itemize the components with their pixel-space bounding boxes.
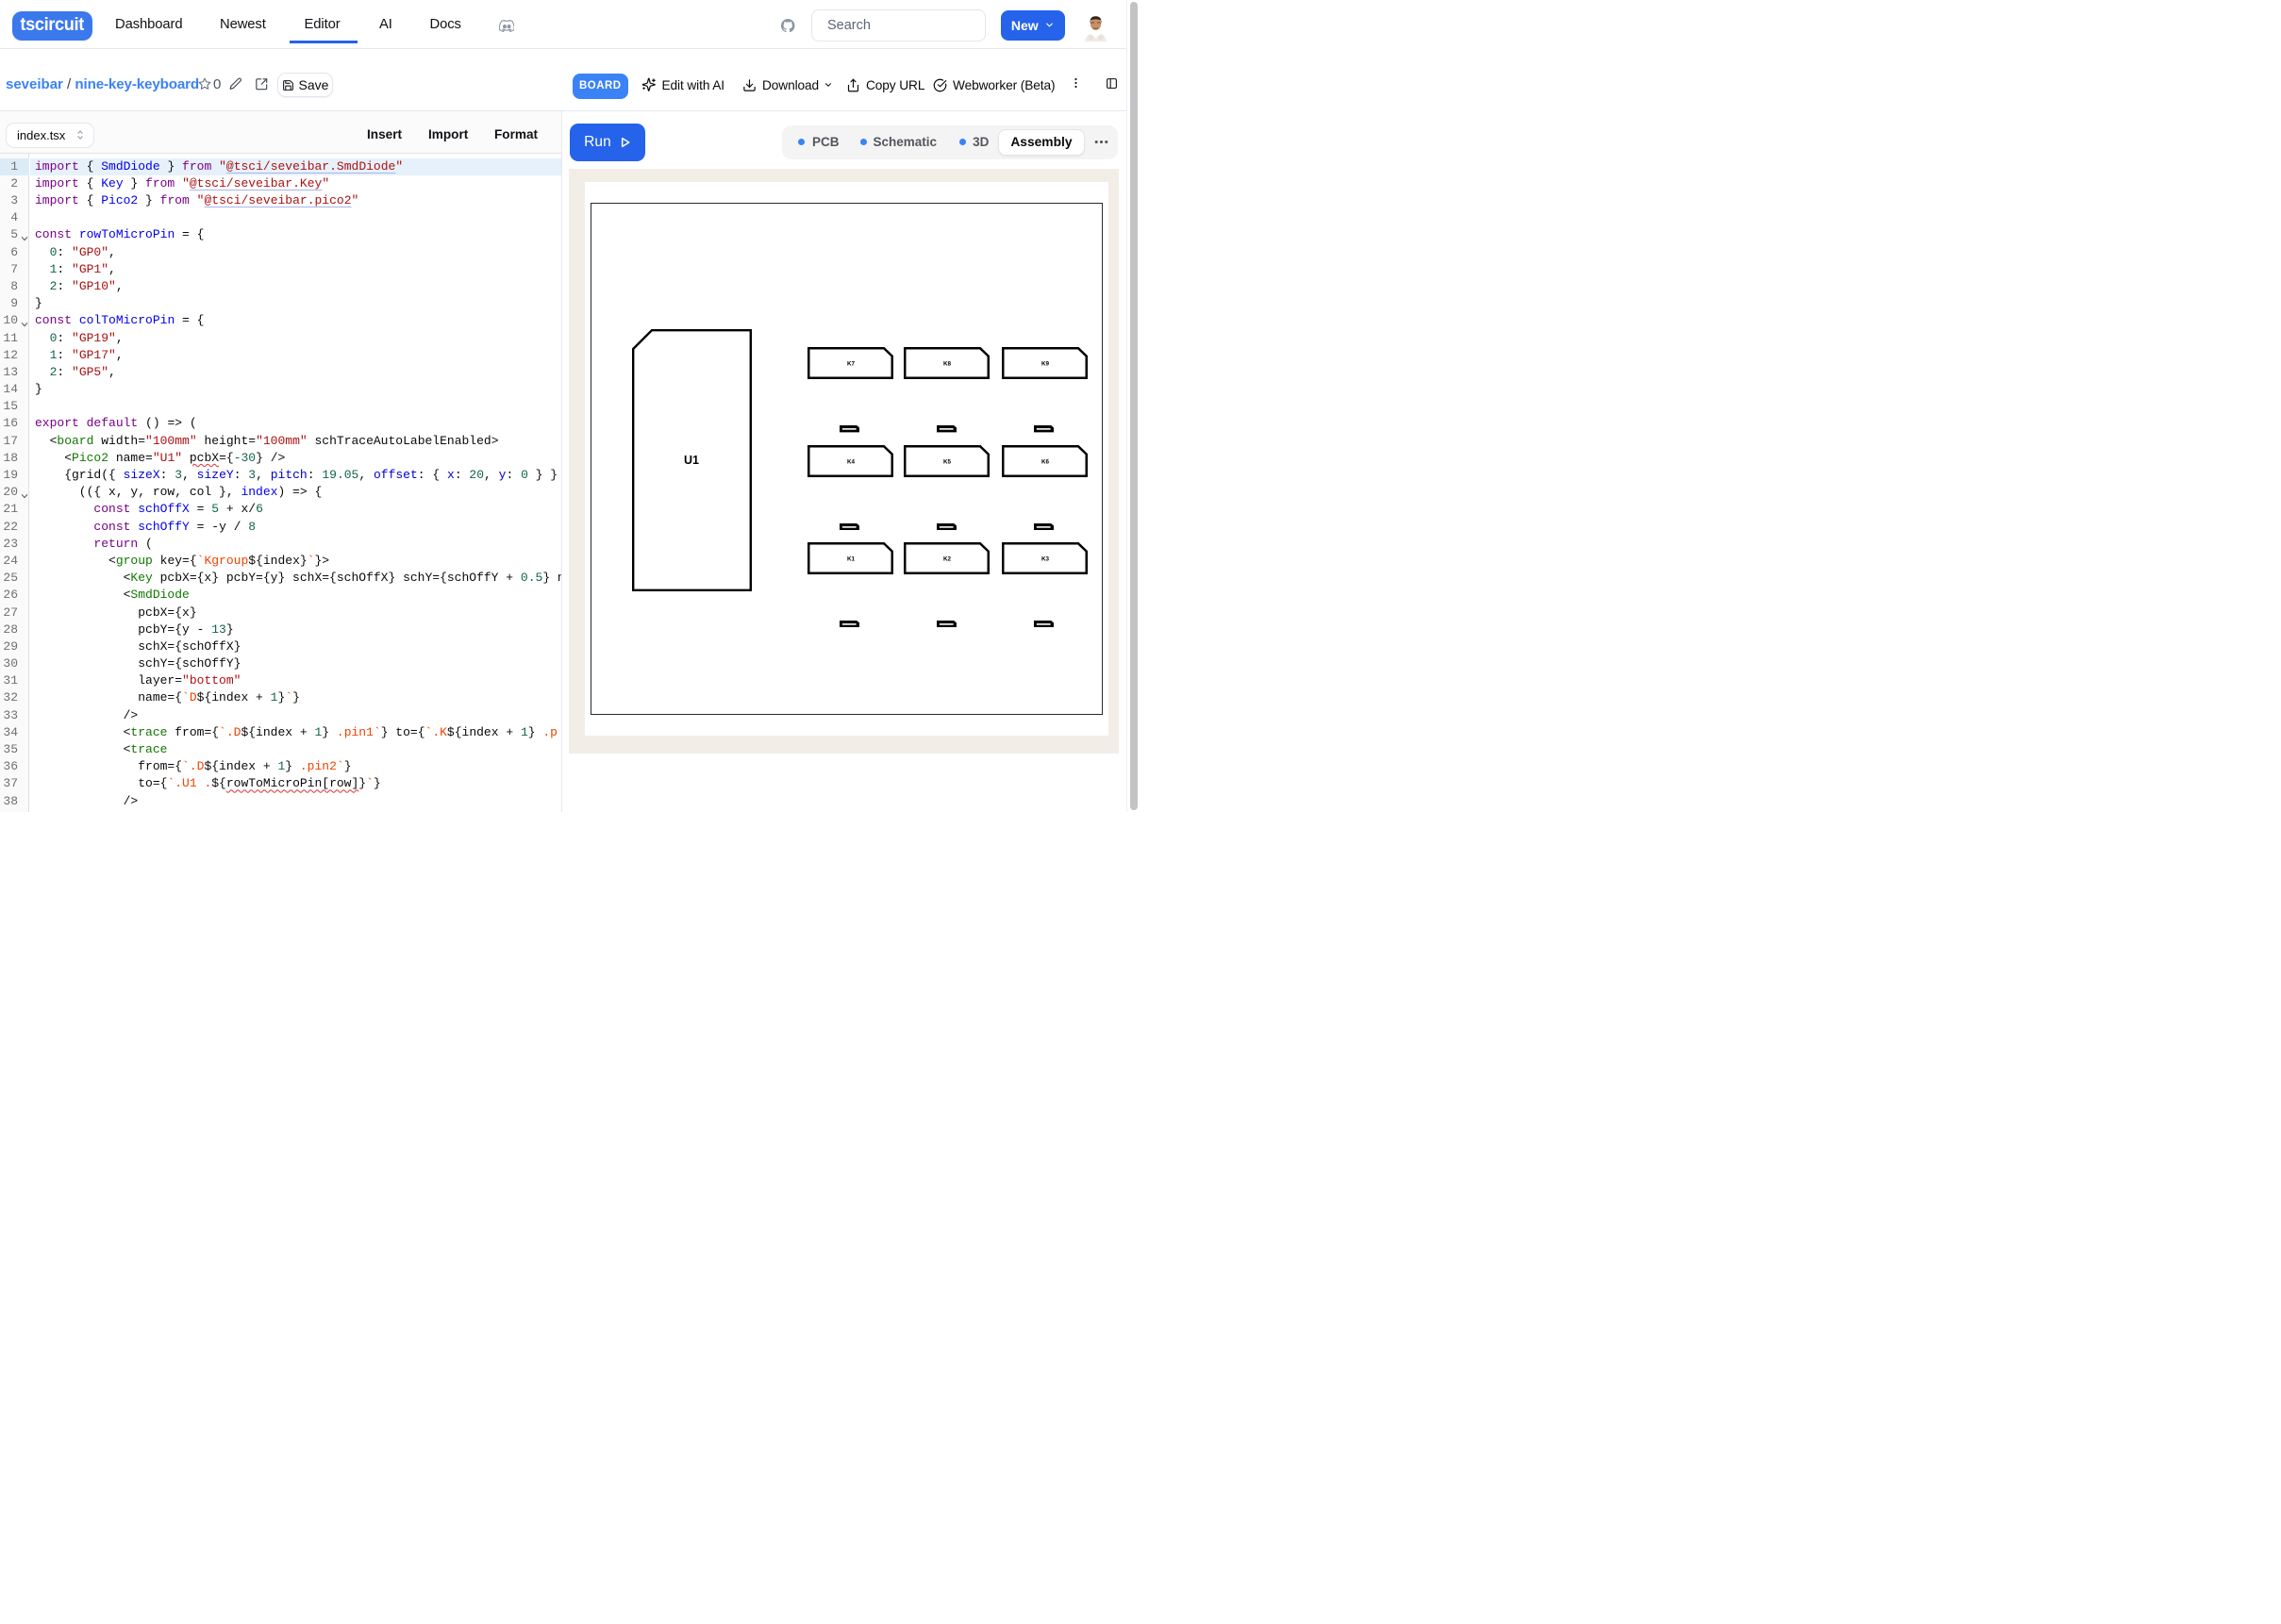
svg-text:K3: K3: [1041, 555, 1050, 562]
svg-text:K7: K7: [847, 360, 856, 367]
svg-text:K2: K2: [943, 555, 952, 562]
svg-text:K1: K1: [847, 555, 856, 562]
svg-text:K9: K9: [1041, 360, 1050, 367]
svg-text:U1: U1: [684, 454, 699, 467]
svg-text:K8: K8: [943, 360, 952, 367]
svg-text:K6: K6: [1041, 458, 1050, 465]
svg-text:K4: K4: [847, 458, 856, 465]
svg-text:K5: K5: [943, 458, 952, 465]
